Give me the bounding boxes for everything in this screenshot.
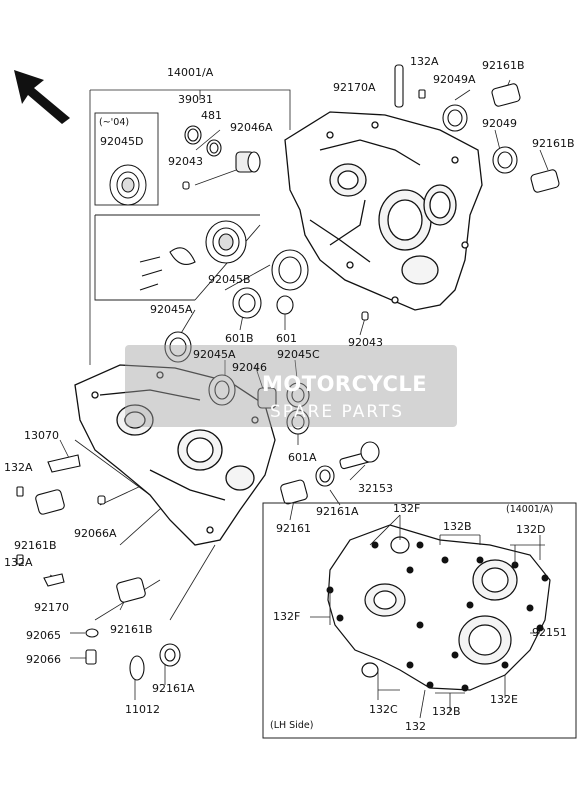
label-92161b-top: 92161B xyxy=(482,59,525,72)
watermark-subtitle: SPARE PARTS xyxy=(270,402,405,422)
label-601a: 601A xyxy=(288,451,317,464)
label-132d: 132D xyxy=(516,523,546,536)
label-92045a-2: 92045A xyxy=(193,348,236,361)
label-lh-side: (LH Side) xyxy=(270,720,314,731)
label-92170: 92170 xyxy=(34,601,69,614)
label-601b: 601B xyxy=(225,332,254,345)
inset-bolt-markers xyxy=(326,541,549,692)
label-92049a: 92049A xyxy=(433,73,476,86)
direction-arrow-icon xyxy=(14,70,70,124)
label-92161: 92161 xyxy=(276,522,311,535)
label-04: (~'04) xyxy=(99,117,130,128)
label-92045a-1: 92045A xyxy=(150,303,193,316)
label-92043-top: 92043 xyxy=(168,155,203,168)
watermark-banner xyxy=(125,345,457,427)
label-92161a-bottom: 92161A xyxy=(152,682,195,695)
label-92151: 92151 xyxy=(532,626,567,639)
label-92161b-left: 92161B xyxy=(14,539,57,552)
label-132f-top: 132F xyxy=(393,502,421,515)
label-132e: 132E xyxy=(490,693,518,706)
label-132c: 132C xyxy=(369,703,398,716)
leader-lines xyxy=(39,79,549,700)
label-11012: 11012 xyxy=(125,703,160,716)
label-92161a-mid: 92161A xyxy=(316,505,359,518)
label-92161b-bottom: 92161B xyxy=(110,623,153,636)
label-601: 601 xyxy=(276,332,297,345)
label-92065: 92065 xyxy=(26,629,61,642)
watermark-title: MOTORCYCLE xyxy=(262,372,428,396)
label-92066a: 92066A xyxy=(74,527,117,540)
label-481: 481 xyxy=(201,109,222,122)
label-92046: 92046 xyxy=(232,361,267,374)
label-14001a-inset: (14001/A) xyxy=(506,504,554,515)
label-92170a: 92170A xyxy=(333,81,376,94)
bearing-92045d xyxy=(109,164,147,206)
label-92045b: 92045B xyxy=(208,273,251,286)
label-132: 132 xyxy=(405,720,426,733)
label-92066: 92066 xyxy=(26,653,61,666)
label-14001a: 14001/A xyxy=(167,66,214,79)
label-132b-bottom: 132B xyxy=(432,705,461,718)
label-132b-top: 132B xyxy=(443,520,472,533)
label-13070: 13070 xyxy=(24,429,59,442)
label-92049: 92049 xyxy=(482,117,517,130)
label-132a-top: 132A xyxy=(410,55,439,68)
crankcase-lh xyxy=(74,364,276,546)
label-132a-left: 132A xyxy=(4,461,33,474)
crankcase-rh xyxy=(284,111,483,311)
label-92046a: 92046A xyxy=(230,121,273,134)
label-92161b-right: 92161B xyxy=(532,137,575,150)
label-132a-left-2: 132A xyxy=(4,556,33,569)
label-39031: 39031 xyxy=(178,93,213,106)
inset-crankcase-lh-side xyxy=(327,524,551,691)
label-92045d: 92045D xyxy=(100,135,144,148)
label-32153: 32153 xyxy=(358,482,393,495)
label-92043-mid: 92043 xyxy=(348,336,383,349)
label-92045c: 92045C xyxy=(277,348,320,361)
label-132f-left: 132F xyxy=(273,610,301,623)
